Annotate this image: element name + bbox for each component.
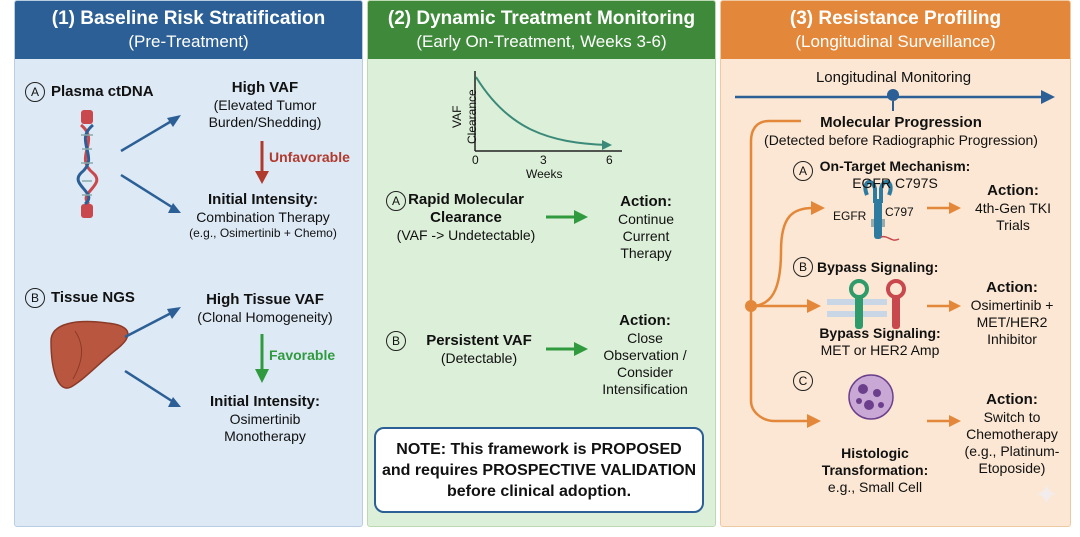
liver-icon — [50, 320, 129, 389]
panel-dynamic-monitoring: (2) Dynamic Treatment Monitoring (Early … — [367, 0, 716, 527]
tissue-ngs-label: Tissue NGS — [51, 289, 135, 306]
marker-a: A — [386, 191, 406, 211]
marker-a: A — [793, 161, 813, 181]
action-c-title: Action: — [986, 391, 1038, 408]
tick-6: 6 — [606, 153, 613, 167]
histologic-desc: e.g., Small Cell — [827, 479, 923, 495]
plasma-ctdna-label: Plasma ctDNA — [51, 83, 154, 100]
action-a-title: Action: — [987, 182, 1039, 199]
panel-header: (1) Baseline Risk Stratification (Pre-Tr… — [15, 1, 362, 59]
action-c-desc: Switch to Chemotherapy (e.g., Platinum-E… — [964, 409, 1060, 476]
panel-title: (3) Resistance Profiling — [789, 8, 1002, 29]
panel-baseline-risk: (1) Baseline Risk Stratification (Pre-Tr… — [14, 0, 363, 527]
favorable-label: Favorable — [269, 347, 336, 363]
high-vaf-desc: (Elevated Tumor Burden/Shedding) — [208, 97, 322, 130]
proposed-framework-note: NOTE: This framework is PROPOSED and req… — [374, 427, 704, 513]
dna-icon — [76, 110, 99, 218]
panel-subtitle: (Pre-Treatment) — [128, 32, 249, 51]
action-b-title: Action: — [986, 279, 1038, 296]
met-receptor-icon — [827, 279, 887, 329]
action-b-desc: Osimertinib + MET/HER2 Inhibitor — [970, 297, 1054, 347]
bypass-sub-title: Bypass Signaling: — [819, 325, 941, 341]
mini-chart-ylabel: VAF Clearance — [450, 89, 479, 145]
panel-resistance-profiling: (3) Resistance Profiling (Longitudinal S… — [720, 0, 1071, 527]
high-tissue-vaf-desc: (Clonal Homogeneity) — [197, 309, 333, 325]
bypass-sub-desc: MET or HER2 Amp — [820, 342, 940, 358]
marker-b: B — [793, 257, 813, 277]
initial-intensity-desc: Combination Therapy — [196, 209, 330, 225]
on-target-desc: EGFR C797S — [852, 175, 938, 191]
panel-subtitle: (Early On-Treatment, Weeks 3-6) — [416, 32, 667, 51]
high-vaf-title: High VAF — [231, 79, 299, 96]
initial-intensity-title-b: Initial Intensity: — [209, 393, 320, 410]
timeline-label: Longitudinal Monitoring — [815, 69, 972, 86]
marker-b: B — [25, 288, 45, 308]
note-text: NOTE: This framework is PROPOSED and req… — [381, 441, 697, 500]
initial-intensity-example: (e.g., Osimertinib + Chemo) — [189, 226, 337, 240]
high-tissue-vaf-title: High Tissue VAF — [206, 291, 324, 308]
panel-title: (1) Baseline Risk Stratification — [51, 8, 326, 29]
panel-header: (2) Dynamic Treatment Monitoring (Early … — [368, 1, 715, 59]
unfavorable-label: Unfavorable — [269, 149, 350, 165]
panel-subtitle: (Longitudinal Surveillance) — [795, 32, 996, 51]
panel-header: (3) Resistance Profiling (Longitudinal S… — [721, 1, 1070, 59]
marker-c: C — [793, 371, 813, 391]
action-b-desc: Close Observation / Consider Intensifica… — [602, 330, 688, 397]
initial-intensity-desc-b: Osimertinib Monotherapy — [224, 411, 306, 444]
molecular-progression-desc: (Detected before Radiographic Progressio… — [764, 132, 1038, 148]
her2-receptor-icon — [886, 279, 906, 329]
molecular-progression-title: Molecular Progression — [820, 114, 982, 131]
egfr-label: EGFR — [833, 209, 867, 223]
vaf-clearance-mini-chart — [474, 71, 622, 152]
action-a-title: Action: — [620, 193, 672, 210]
action-a-desc: Continue Current Therapy — [617, 211, 675, 261]
panel-title: (2) Dynamic Treatment Monitoring — [387, 8, 696, 29]
action-a-desc: 4th-Gen TKI Trials — [974, 200, 1051, 233]
rapid-clearance-desc: (VAF -> Undetectable) — [396, 227, 536, 243]
mini-chart-xlabel: Weeks — [526, 167, 563, 181]
marker-b: B — [386, 331, 406, 351]
egfr-receptor-icon — [863, 179, 900, 241]
bypass-title: Bypass Signaling: — [817, 259, 939, 275]
on-target-title: On-Target Mechanism: — [819, 158, 971, 174]
sparkle-icon: ✦ — [1034, 479, 1060, 512]
persistent-vaf-title: Persistent VAF — [426, 332, 532, 349]
initial-intensity-title: Initial Intensity: — [207, 191, 318, 208]
small-cell-icon — [848, 374, 894, 420]
panel-3-graphics — [735, 89, 1055, 428]
histologic-title: Histologic Transformation: — [821, 445, 929, 478]
marker-a: A — [25, 82, 45, 102]
vaf-clearance-curve — [475, 76, 609, 146]
tick-3: 3 — [540, 153, 547, 167]
action-b-title: Action: — [619, 312, 671, 329]
persistent-vaf-desc: (Detectable) — [440, 350, 518, 366]
tick-0: 0 — [472, 153, 479, 167]
c797-label: C797 — [885, 205, 914, 219]
panel-1-graphics — [50, 110, 269, 407]
rapid-clearance-title: Rapid Molecular Clearance — [408, 191, 524, 226]
panel-2-graphics — [474, 71, 622, 356]
